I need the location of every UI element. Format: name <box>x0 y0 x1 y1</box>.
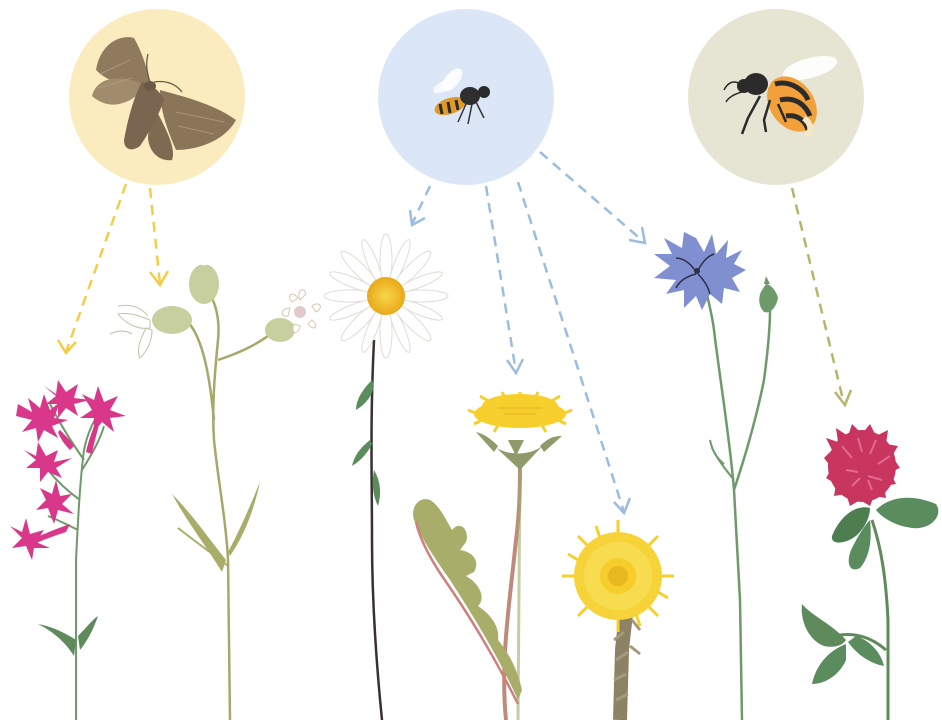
moth-node <box>69 9 245 185</box>
bladder-campion-icon <box>110 262 320 720</box>
link-hoverfly-oxeye-daisy <box>410 186 430 225</box>
link-hoverfly-dandelion <box>486 186 523 373</box>
link-hoverfly-coltsfoot <box>518 182 630 513</box>
cornflower-icon <box>654 232 778 720</box>
hoverfly-node <box>378 9 554 185</box>
daisy-center <box>367 277 405 315</box>
coltsfoot-icon <box>562 520 674 720</box>
link-bumblebee-red-clover <box>792 188 851 405</box>
link-moth-bladder-campion <box>150 188 168 285</box>
link-hoverfly-cornflower <box>540 152 645 243</box>
clover-head <box>824 424 900 506</box>
link-moth-ragged-robin <box>58 184 126 353</box>
coltsfoot-flower <box>562 520 674 632</box>
bumblebee-node <box>688 9 864 185</box>
dandelion-icon <box>413 392 572 720</box>
red-clover-icon <box>802 424 939 720</box>
oxeye-daisy-icon <box>324 234 448 720</box>
ragged-robin-icon <box>10 380 126 720</box>
